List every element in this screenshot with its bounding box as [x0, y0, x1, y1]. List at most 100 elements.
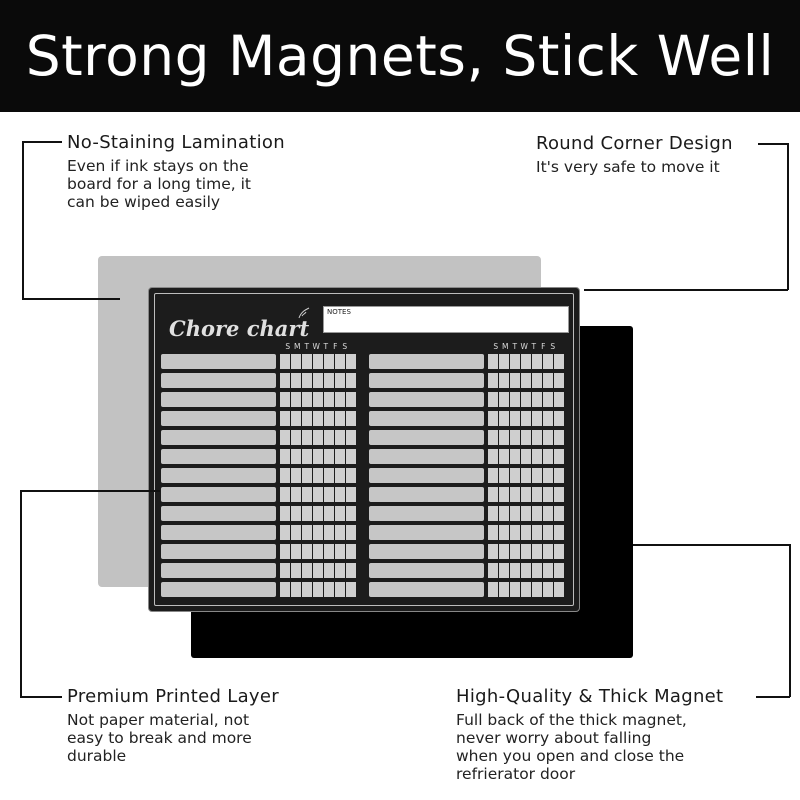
check-cell — [280, 487, 290, 502]
check-cell — [499, 525, 509, 540]
day-label: T — [512, 342, 518, 351]
check-cell — [510, 373, 520, 388]
callout-title: No-Staining Lamination — [67, 132, 285, 153]
callout-description: Full back of the thick magnet, never wor… — [456, 711, 723, 783]
check-cell — [324, 487, 334, 502]
check-cell — [488, 354, 498, 369]
check-cell — [335, 468, 345, 483]
check-cell — [291, 411, 301, 426]
check-cell — [488, 563, 498, 578]
chore-row — [369, 525, 574, 540]
chore-row — [369, 354, 574, 369]
check-cell — [302, 373, 312, 388]
check-cell — [302, 468, 312, 483]
day-label: T — [531, 342, 537, 351]
check-cell — [324, 354, 334, 369]
chore-row — [161, 525, 366, 540]
desc-line: board for a long time, it — [67, 175, 251, 193]
check-cell — [291, 487, 301, 502]
check-cells — [488, 430, 565, 445]
check-cell — [488, 525, 498, 540]
check-cell — [324, 411, 334, 426]
leader-line — [20, 490, 22, 697]
check-cell — [554, 449, 564, 464]
check-cells — [280, 525, 357, 540]
leader-line — [22, 141, 24, 299]
check-cell — [521, 506, 531, 521]
check-cell — [554, 468, 564, 483]
check-cell — [532, 411, 542, 426]
check-cell — [510, 582, 520, 597]
callout-lamination: No-Staining Lamination Even if ink stays… — [67, 132, 285, 211]
desc-line: easy to break and more — [67, 729, 252, 747]
check-cell — [324, 468, 334, 483]
task-cell — [161, 525, 276, 540]
chore-row — [161, 506, 366, 521]
check-cell — [510, 544, 520, 559]
task-cell — [161, 373, 276, 388]
check-cell — [335, 487, 345, 502]
check-cells — [280, 373, 357, 388]
check-cell — [499, 582, 509, 597]
check-cells — [280, 544, 357, 559]
check-cell — [280, 354, 290, 369]
task-cell — [369, 544, 484, 559]
check-cell — [335, 525, 345, 540]
check-cells — [488, 582, 565, 597]
check-cell — [280, 563, 290, 578]
check-cells — [280, 430, 357, 445]
chore-row — [161, 430, 366, 445]
check-cell — [302, 487, 312, 502]
task-cell — [369, 506, 484, 521]
check-cell — [521, 373, 531, 388]
check-cell — [543, 487, 553, 502]
check-cell — [488, 449, 498, 464]
chore-row — [161, 544, 366, 559]
check-cell — [521, 487, 531, 502]
check-cell — [302, 544, 312, 559]
chore-row — [369, 468, 574, 483]
check-cell — [543, 544, 553, 559]
check-cell — [280, 449, 290, 464]
check-cell — [521, 430, 531, 445]
task-cell — [161, 468, 276, 483]
check-cell — [346, 411, 356, 426]
check-cell — [554, 373, 564, 388]
check-cell — [554, 582, 564, 597]
chore-row — [161, 354, 366, 369]
chore-row — [161, 411, 366, 426]
check-cell — [554, 506, 564, 521]
task-cell — [369, 582, 484, 597]
check-cell — [521, 563, 531, 578]
task-cell — [161, 392, 276, 407]
check-cells — [488, 373, 565, 388]
task-cell — [369, 487, 484, 502]
chore-row — [161, 468, 366, 483]
check-cell — [313, 525, 323, 540]
check-cell — [291, 544, 301, 559]
day-label: F — [541, 342, 546, 351]
check-cell — [543, 411, 553, 426]
check-cell — [510, 430, 520, 445]
callout-title: Premium Printed Layer — [67, 686, 279, 707]
day-label: S — [493, 342, 499, 351]
check-cell — [302, 392, 312, 407]
check-cell — [302, 563, 312, 578]
check-cell — [313, 506, 323, 521]
check-cell — [510, 392, 520, 407]
chore-row — [369, 506, 574, 521]
check-cell — [335, 430, 345, 445]
task-cell — [161, 487, 276, 502]
check-cell — [532, 430, 542, 445]
desc-line: It's very safe to move it — [536, 158, 720, 176]
day-label: W — [520, 342, 528, 351]
check-cells — [488, 392, 565, 407]
check-cell — [324, 373, 334, 388]
chore-row — [369, 373, 574, 388]
check-cell — [291, 449, 301, 464]
check-cell — [499, 430, 509, 445]
check-cell — [488, 544, 498, 559]
check-cell — [521, 582, 531, 597]
check-cell — [335, 506, 345, 521]
check-cell — [554, 430, 564, 445]
